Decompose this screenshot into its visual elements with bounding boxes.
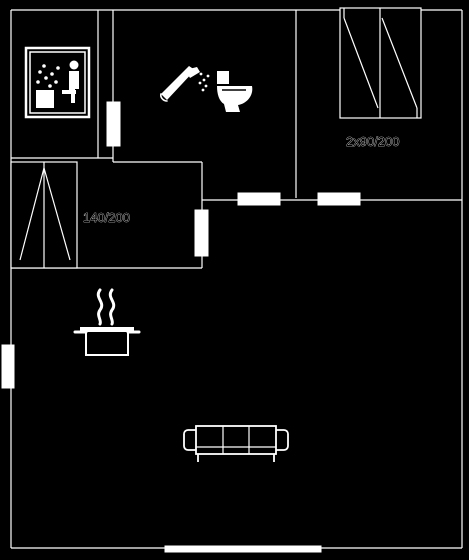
door-bedroom-right-2: [317, 192, 361, 206]
bed-right-label: 2x90/200: [346, 134, 400, 149]
door-bedroom-left: [194, 209, 209, 257]
entrance-bottom: [164, 545, 322, 553]
bed-left-label: 140/200: [83, 210, 130, 225]
sofa-icon: [183, 425, 289, 462]
shower-icon: [160, 66, 210, 102]
cooking-pot-icon: [73, 288, 141, 356]
openings: [1, 101, 361, 553]
sauna-icon: [24, 46, 91, 119]
door-bathroom: [106, 101, 121, 147]
door-bedroom-right-1: [237, 192, 281, 206]
bed-right: [339, 7, 422, 119]
toilet-icon: [217, 71, 253, 112]
window-left: [1, 344, 15, 389]
bed-left: [10, 161, 78, 269]
